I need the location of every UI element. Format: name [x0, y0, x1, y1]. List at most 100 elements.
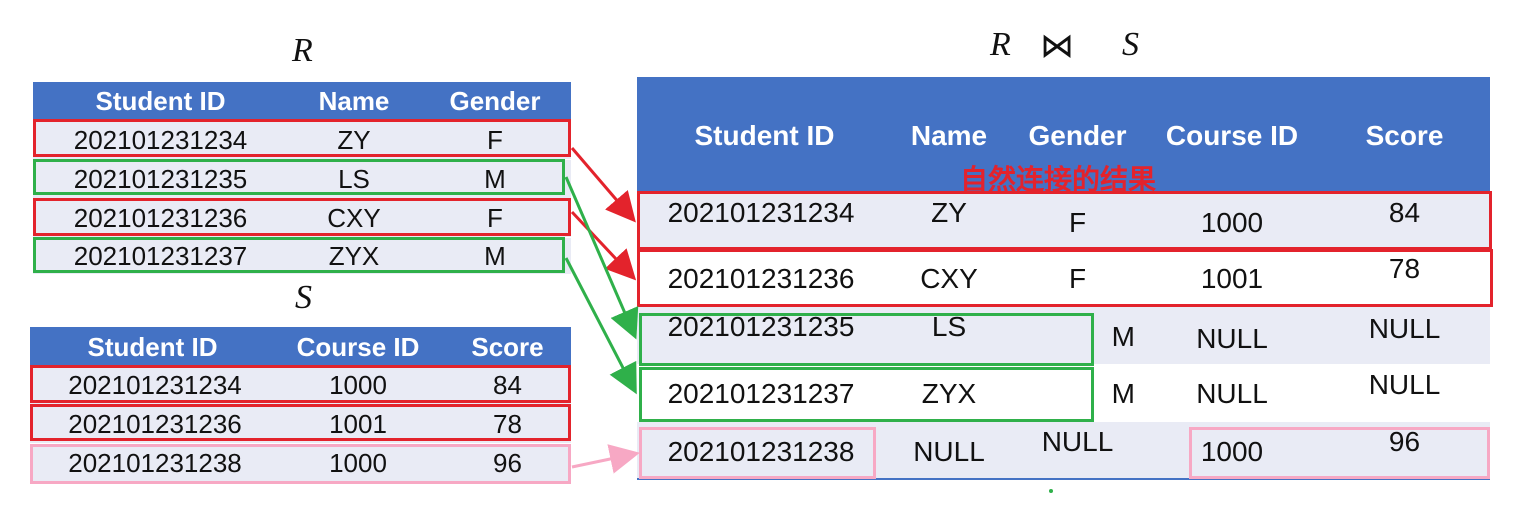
result-row-5-student-id: 202101231238: [667, 436, 855, 467]
result-header-course-id: Course ID: [1165, 120, 1299, 151]
s-row-3: 202101231238 1000 96: [30, 444, 571, 482]
result-row-2-student-id: 202101231236: [667, 263, 855, 294]
s-row-1-score: 84: [493, 370, 522, 400]
s-row-1-match-box: [30, 365, 571, 403]
s-row-1-student-id: 202101231234: [68, 370, 242, 400]
result-table-header: Student ID Name Gender Course ID Score: [637, 77, 1490, 191]
r-row-1-match-box: [33, 119, 571, 157]
result-header-score: Score: [1365, 120, 1444, 151]
s-table: Student ID Course ID Score 202101231234 …: [30, 327, 571, 482]
s-row-1-course-id: 1000: [329, 370, 387, 400]
result-row-5-student-id-box: [639, 427, 876, 479]
r-row-3-name: CXY: [327, 203, 381, 233]
r-header-student-id: Student ID: [95, 86, 226, 116]
result-row-2: 202101231236 CXY F 1001 78: [637, 249, 1490, 307]
result-row-3-name: LS: [931, 311, 967, 342]
r-table-title: R: [292, 32, 313, 69]
r-header-name: Name: [318, 86, 390, 116]
s-row-2-student-id: 202101231236: [68, 409, 242, 439]
result-row-5-course-id: 1000: [1200, 436, 1264, 467]
natural-join-result-label: 自然连接的结果: [960, 163, 1157, 196]
result-row-3: 202101231235 LS M NULL NULL: [637, 307, 1490, 364]
r-row-1-student-id: 202101231234: [73, 125, 248, 155]
result-row-5-score: 96: [1388, 426, 1421, 457]
s-row-2-score: 78: [493, 409, 522, 439]
result-row-3-left-only-box: [639, 313, 1094, 366]
result-row-2-course-id: 1001: [1200, 263, 1264, 294]
result-row-1: 202101231234 ZY F 1000 84: [637, 191, 1490, 249]
result-row-1-course-id: 1000: [1200, 207, 1264, 238]
result-row-3-score: NULL: [1368, 313, 1441, 344]
s-header-course-id: Course ID: [296, 332, 420, 362]
s-table-title: S: [295, 279, 312, 316]
result-row-1-student-id: 202101231234: [667, 197, 855, 228]
s-row-3-score: 96: [493, 448, 522, 478]
result-row-4-left-only-box: [639, 367, 1094, 422]
result-row-2-name: CXY: [920, 263, 978, 294]
r-row-3-gender: F: [487, 203, 503, 233]
r-row-4: 202101231237 ZYX M: [33, 238, 571, 274]
r-row-2-name: LS: [338, 164, 370, 194]
r-row-4-student-id: 202101231237: [73, 241, 248, 271]
result-row-5-gender: NULL: [1041, 426, 1114, 457]
arrow-r-row-1-to-result-row-1: [570, 147, 636, 223]
result-title-s: S: [1122, 26, 1139, 63]
s-table-header: Student ID Course ID Score: [30, 327, 571, 365]
result-header-name: Name: [910, 120, 988, 151]
s-header-student-id: Student ID: [87, 332, 218, 362]
s-row-2-match-box: [30, 404, 571, 441]
s-row-1: 202101231234 1000 84: [30, 366, 571, 404]
r-row-4-name: ZYX: [328, 241, 380, 271]
result-row-3-student-id: 202101231235: [667, 311, 855, 342]
result-row-3-gender: M: [1111, 321, 1135, 352]
r-row-2-gender: M: [484, 164, 506, 194]
result-header-student-id: Student ID: [694, 120, 835, 151]
r-row-2-student-id: 202101231235: [73, 164, 248, 194]
stray-dot: [1049, 489, 1053, 493]
result-row-5-right-values-box: [1189, 427, 1490, 479]
s-row-3-student-id: 202101231238: [68, 448, 242, 478]
result-row-1-gender: F: [1068, 207, 1087, 238]
result-row-4-gender: M: [1111, 378, 1135, 409]
r-table-header: Student ID Name Gender: [33, 82, 571, 120]
result-title-r: R: [990, 26, 1011, 63]
result-header-gender: Gender: [1028, 120, 1127, 151]
result-bottom-border: [637, 478, 1490, 480]
s-row-2-course-id: 1001: [329, 409, 387, 439]
result-row-2-gender: F: [1068, 263, 1087, 294]
r-row-1-name: ZY: [337, 125, 371, 155]
result-row-1-match-box: [637, 191, 1492, 250]
r-row-1: 202101231234 ZY F: [33, 120, 571, 159]
result-row-5-name: NULL: [913, 436, 985, 467]
result-row-3-course-id: NULL: [1196, 323, 1268, 354]
arrow-s-row-3-to-result-row-5: [571, 444, 640, 474]
result-row-1-name: ZY: [931, 197, 967, 228]
result-row-4-course-id: NULL: [1196, 378, 1268, 409]
result-table: Student ID Name Gender Course ID Score 2…: [637, 77, 1490, 480]
arrow-r-row-4-to-result-row-4: [564, 257, 637, 395]
r-header-gender: Gender: [449, 86, 541, 116]
r-row-2: 202101231235 LS M: [33, 160, 571, 198]
r-row-2-unmatched-box: [33, 159, 565, 195]
r-table: Student ID Name Gender 202101231234 ZY F…: [33, 82, 571, 274]
full-outer-join-symbol: ⋈: [1040, 26, 1074, 66]
r-row-4-unmatched-box: [33, 237, 565, 273]
r-row-3-student-id: 202101231236: [73, 203, 248, 233]
arrow-r-row-2-to-result-row-3: [564, 176, 639, 340]
r-row-4-gender: M: [484, 241, 506, 271]
s-row-3-unmatched-box: [30, 444, 571, 484]
result-row-4-student-id: 202101231237: [667, 378, 855, 409]
result-row-4-score: NULL: [1368, 369, 1441, 400]
result-row-4-name: ZYX: [921, 378, 977, 409]
arrow-r-row-3-to-result-row-2: [570, 210, 637, 281]
result-row-5: 202101231238 NULL NULL 1000 96: [637, 422, 1490, 480]
s-row-2: 202101231236 1001 78: [30, 405, 571, 443]
result-row-2-score: 78: [1388, 253, 1421, 284]
s-row-3-course-id: 1000: [329, 448, 387, 478]
result-row-2-match-box: [637, 249, 1493, 307]
result-row-4: 202101231237 ZYX M NULL NULL: [637, 364, 1490, 422]
result-row-1-score: 84: [1388, 197, 1421, 228]
r-row-1-gender: F: [487, 125, 503, 155]
r-row-3: 202101231236 CXY F: [33, 199, 571, 237]
